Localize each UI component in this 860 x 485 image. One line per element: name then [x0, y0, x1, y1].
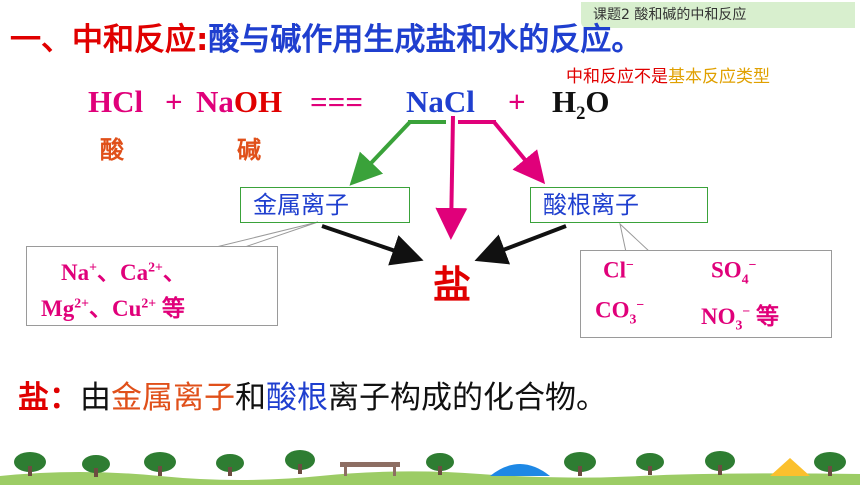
equation-salt: NaCl — [406, 84, 475, 119]
metal-ion-box: 金属离子 — [240, 187, 410, 223]
acid-line1-sulfate: SO4− — [711, 257, 757, 287]
metal-line2: Mg2+、Cu2+ 等 — [41, 295, 185, 321]
def-colon: ： — [49, 380, 80, 416]
equation-plus1: + — [165, 84, 183, 119]
base-na: Na — [196, 84, 234, 119]
water-o: O — [585, 84, 610, 119]
acid-line2-nitrate: NO3− 等 — [701, 303, 780, 333]
metal-line1: Na+、Ca2+、 — [61, 259, 186, 285]
acid-line2: CO3− — [595, 297, 645, 327]
equation-base: NaOH — [196, 84, 282, 120]
lesson-tag: 课题2 酸和碱的中和反应 — [581, 2, 855, 28]
metal-to-salt-arrow — [321, 224, 424, 266]
base-oh: OH — [233, 84, 283, 119]
acid-to-salt-arrow — [474, 224, 567, 265]
green-split-arrow — [349, 120, 446, 186]
tree-icons — [14, 450, 846, 477]
equation-acid: HCl — [88, 84, 144, 119]
salt-definition: 盐：由金属离子和酸根离子构成的化合物。 — [18, 372, 607, 417]
classification-note: 中和反应不是基本反应类型 — [566, 62, 770, 87]
pavilion-icon — [340, 462, 400, 476]
acid-callout-pointer — [619, 222, 651, 253]
slide-title: 一、中和反应:酸与碱作用生成盐和水的反应。 — [10, 14, 642, 59]
def-metal: 金属离子 — [111, 380, 235, 416]
landscape-border — [0, 450, 860, 485]
bridge-icon — [490, 464, 550, 476]
water-h: H — [552, 84, 577, 119]
title-definition: 酸与碱作用生成盐和水的反应。 — [208, 22, 643, 58]
def-head: 盐 — [18, 380, 49, 416]
water-subscript: 2 — [576, 103, 586, 125]
acid-radical-examples: Cl− SO4− CO3− NO3− 等 — [580, 250, 832, 338]
def-p2: 和 — [235, 380, 266, 416]
note-part2: 基本反应类型 — [668, 67, 770, 87]
equation-arrow: === — [310, 84, 363, 119]
tent-icon — [770, 458, 810, 476]
note-part1: 中和反应不是 — [566, 67, 668, 87]
def-p1: 由 — [80, 380, 111, 416]
equation-water: H2O — [552, 84, 610, 125]
equation-plus2: + — [508, 84, 526, 119]
acid-line1: Cl− — [603, 257, 634, 283]
acid-label: 酸 — [100, 136, 124, 164]
title-prefix: 一、中和反应: — [10, 22, 209, 58]
def-acid-root: 酸根 — [266, 380, 328, 416]
acid-radical-box: 酸根离子 — [530, 187, 708, 223]
base-label: 碱 — [237, 136, 261, 164]
def-p3: 离子构成的化合物。 — [328, 380, 607, 416]
salt-center-label: 盐 — [433, 263, 472, 307]
magenta-split-arrow — [435, 115, 546, 240]
metal-ion-examples: Na+、Ca2+、 Mg2+、Cu2+ 等 — [26, 246, 278, 326]
